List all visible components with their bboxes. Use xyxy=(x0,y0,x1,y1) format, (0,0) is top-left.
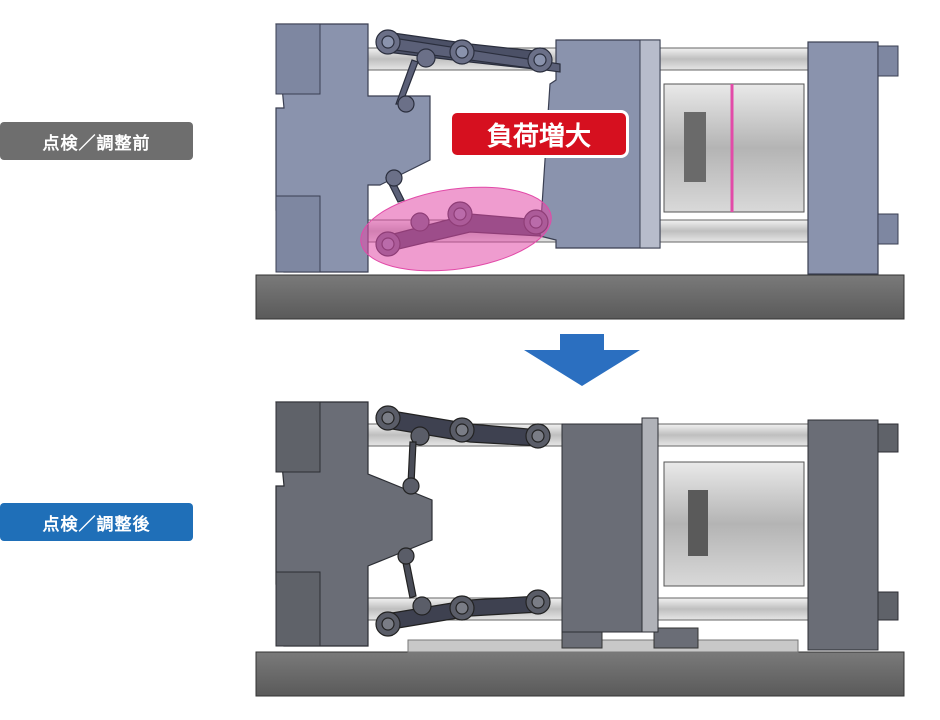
machine-before xyxy=(255,23,905,320)
moving-platen-face xyxy=(639,39,661,249)
load-highlight xyxy=(360,186,552,272)
toggle-link-top xyxy=(375,29,561,73)
mold-core xyxy=(688,490,708,556)
moving-platen-face xyxy=(641,417,659,633)
toggle-link-bottom xyxy=(375,589,551,637)
machine-base xyxy=(255,651,905,697)
before-label: 点検／調整前 xyxy=(0,122,193,160)
rear-platen-block xyxy=(275,401,321,473)
load-increase-callout: 負荷増大 xyxy=(449,110,629,158)
machine-after xyxy=(255,401,905,697)
rear-platen-block xyxy=(275,571,321,647)
rear-platen-block xyxy=(275,23,321,95)
after-label: 点検／調整後 xyxy=(0,503,193,541)
mold xyxy=(663,461,805,587)
moving-platen xyxy=(561,423,647,633)
toggle-link-top xyxy=(375,405,551,449)
toggle-link-center xyxy=(397,441,420,599)
slide-shoe xyxy=(653,627,699,649)
slide-rail xyxy=(407,639,799,653)
fixed-platen xyxy=(807,419,879,651)
rear-platen-block xyxy=(275,195,321,273)
down-arrow-icon xyxy=(524,334,640,386)
fixed-platen-nut xyxy=(877,45,899,77)
fixed-platen-nut xyxy=(877,423,899,453)
fixed-platen xyxy=(807,41,879,275)
machine-base xyxy=(255,274,905,320)
fixed-platen-nut xyxy=(877,213,899,245)
fixed-platen-nut xyxy=(877,591,899,621)
toggle-link-center xyxy=(385,59,419,203)
mold-core xyxy=(684,112,706,182)
